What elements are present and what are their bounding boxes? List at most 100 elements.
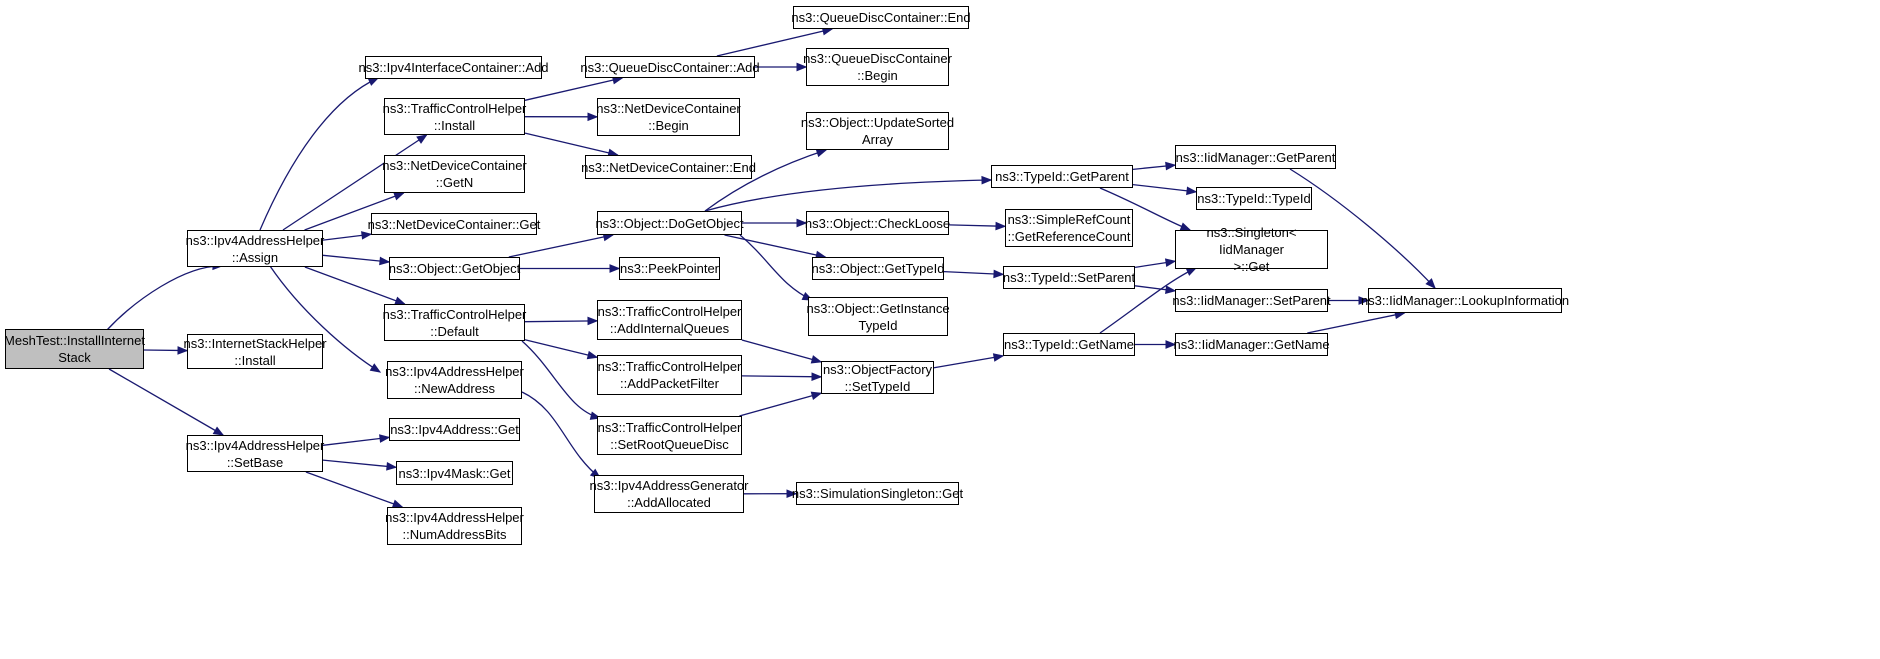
node-ipv4addresshelper-setbase[interactable]: ns3::Ipv4AddressHelper ::SetBase <box>186 435 324 472</box>
edge-meshtest-installinternetstack-to-ipv4addresshelper-setbase-arrowhead <box>212 426 225 436</box>
edge-trafficcontrolhelper-default-to-trafficcontrolhelper-addpacketfilter-arrowhead <box>586 350 599 360</box>
node-object-updatesortedarray[interactable]: ns3::Object::UpdateSorted Array <box>801 112 954 150</box>
edge-trafficcontrolhelper-default-to-trafficcontrolhelper-addinternalqueues <box>524 320 598 323</box>
edge-ipv4addresshelper-assign-to-netdevicecontainer-get-arrowhead <box>361 231 373 240</box>
edge-trafficcontrolhelper-install-to-netdevicecontainer-end <box>524 132 618 156</box>
edge-trafficcontrolhelper-setrootqueuedisc-to-objectfactory-settypeid <box>739 392 822 417</box>
node-trafficcontrolhelper-addinternalqueues[interactable]: ns3::TrafficControlHelper ::AddInternalQ… <box>597 300 742 340</box>
edge-object-checkloose-to-simplerefcount-getreferencecount-arrowhead <box>995 221 1007 231</box>
node-object-dogetobject[interactable]: ns3::Object::DoGetObject <box>595 211 744 235</box>
edge-ipv4addresshelper-setbase-to-ipv4address-get-arrowhead <box>379 434 391 443</box>
edge-ipv4addresshelper-assign-to-netdevicecontainer-getn-arrowhead <box>393 192 405 201</box>
edge-objectfactory-settypeid-to-typeid-getname-arrowhead <box>992 353 1005 362</box>
edge-ipv4addresshelper-assign-to-trafficcontrolhelper-install-arrowhead <box>416 134 428 144</box>
edge-ipv4addresshelper-assign-to-ipv4addresshelper-newaddress <box>269 265 381 373</box>
node-trafficcontrolhelper-install[interactable]: ns3::TrafficControlHelper ::Install <box>383 98 526 135</box>
edge-ipv4addresshelper-assign-to-ipv4interfacecontainer-add-arrowhead <box>367 77 380 86</box>
node-netdevicecontainer-begin[interactable]: ns3::NetDeviceContainer ::Begin <box>596 98 741 136</box>
edge-queuedisccontainer-add-to-queuedisccontainer-begin-arrowhead <box>796 62 808 72</box>
node-singleton-iidmanager-get[interactable]: ns3::Singleton< IidManager >::Get <box>1175 225 1328 274</box>
node-netdevicecontainer-end[interactable]: ns3::NetDeviceContainer::End <box>581 155 756 179</box>
node-iidmanager-getname[interactable]: ns3::IidManager::GetName <box>1173 333 1330 356</box>
edge-typeid-getname-to-iidmanager-getname-arrowhead <box>1165 340 1177 349</box>
edge-queuedisccontainer-add-to-queuedisccontainer-end <box>716 28 833 57</box>
edge-ipv4addresshelper-setbase-to-ipv4mask-get-arrowhead <box>386 462 398 471</box>
node-iidmanager-getparent[interactable]: ns3::IidManager::GetParent <box>1175 145 1336 169</box>
node-object-checkloose[interactable]: ns3::Object::CheckLoose <box>805 211 950 235</box>
edge-object-dogetobject-to-typeid-getparent <box>704 179 992 212</box>
edge-trafficcontrolhelper-addinternalqueues-to-objectfactory-settypeid-arrowhead <box>810 355 823 364</box>
edge-trafficcontrolhelper-default-to-trafficcontrolhelper-setrootqueuedisc <box>521 340 601 419</box>
node-peekpointer[interactable]: ns3::PeekPointer <box>619 257 720 280</box>
node-ipv4address-get[interactable]: ns3::Ipv4Address::Get <box>389 418 520 441</box>
edge-ipv4addresshelper-newaddress-to-ipv4addressgenerator-addallocated <box>521 391 601 479</box>
node-objectfactory-settypeid[interactable]: ns3::ObjectFactory ::SetTypeId <box>821 361 934 394</box>
node-typeid-setparent[interactable]: ns3::TypeId::SetParent <box>1003 266 1135 289</box>
node-object-getinstancetypeid[interactable]: ns3::Object::GetInstance TypeId <box>806 297 950 336</box>
edge-object-gettypeid-to-typeid-setparent-arrowhead <box>993 269 1005 279</box>
edge-trafficcontrolhelper-install-to-netdevicecontainer-begin-arrowhead <box>587 112 599 122</box>
edge-trafficcontrolhelper-addpacketfilter-to-objectfactory-settypeid <box>741 375 822 378</box>
node-queuedisccontainer-add[interactable]: ns3::QueueDiscContainer::Add <box>580 56 760 78</box>
edge-ipv4addresshelper-assign-to-ipv4addresshelper-newaddress-arrowhead <box>369 363 382 373</box>
node-meshtest-installinternetstack[interactable]: MeshTest::InstallInternet Stack <box>4 329 145 369</box>
node-trafficcontrolhelper-setrootqueuedisc[interactable]: ns3::TrafficControlHelper ::SetRootQueue… <box>597 416 742 455</box>
node-typeid-typeid[interactable]: ns3::TypeId::TypeId <box>1196 187 1312 210</box>
edge-iidmanager-setparent-to-iidmanager-lookupinformation-arrowhead <box>1358 296 1370 305</box>
edge-ipv4addresshelper-setbase-to-ipv4address-get <box>322 436 390 446</box>
node-netdevicecontainer-getn[interactable]: ns3::NetDeviceContainer ::GetN <box>382 155 527 193</box>
edge-object-dogetobject-to-object-updatesortedarray <box>704 149 827 212</box>
node-simplerefcount-getreferencecount[interactable]: ns3::SimpleRefCount ::GetReferenceCount <box>1005 209 1133 247</box>
edge-meshtest-installinternetstack-to-ipv4addresshelper-assign <box>106 265 223 331</box>
edge-meshtest-installinternetstack-to-internetstackhelper-install-arrowhead <box>177 346 189 355</box>
edge-ipv4addresshelper-assign-to-netdevicecontainer-getn <box>304 192 404 231</box>
edge-iidmanager-getname-to-iidmanager-lookupinformation <box>1307 312 1405 334</box>
edge-ipv4addresshelper-assign-to-object-getobject-arrowhead <box>379 256 391 266</box>
edge-trafficcontrolhelper-setrootqueuedisc-to-objectfactory-settypeid-arrowhead <box>810 391 823 400</box>
edge-ipv4addresshelper-setbase-to-ipv4mask-get <box>322 459 397 468</box>
edge-typeid-setparent-to-iidmanager-setparent-arrowhead <box>1165 285 1177 294</box>
edge-objectfactory-settypeid-to-typeid-getname <box>933 355 1004 369</box>
edge-iidmanager-getparent-to-iidmanager-lookupinformation <box>1289 168 1436 289</box>
node-trafficcontrolhelper-default[interactable]: ns3::TrafficControlHelper ::Default <box>383 304 526 341</box>
edge-trafficcontrolhelper-default-to-trafficcontrolhelper-addpacketfilter <box>524 339 598 358</box>
node-ipv4addresshelper-newaddress[interactable]: ns3::Ipv4AddressHelper ::NewAddress <box>385 361 524 399</box>
node-simulationsingleton-get[interactable]: ns3::SimulationSingleton::Get <box>792 482 963 505</box>
node-trafficcontrolhelper-addpacketfilter[interactable]: ns3::TrafficControlHelper ::AddPacketFil… <box>597 355 742 395</box>
edge-object-gettypeid-to-typeid-setparent <box>943 270 1004 276</box>
edge-object-dogetobject-to-object-updatesortedarray-arrowhead <box>815 148 828 158</box>
edge-object-dogetobject-to-typeid-getparent-arrowhead <box>981 175 993 185</box>
edge-object-getobject-to-object-dogetobject <box>508 234 613 258</box>
edge-typeid-setparent-to-singleton-iidmanager-get-arrowhead <box>1164 258 1177 267</box>
node-internetstackhelper-install[interactable]: ns3::InternetStackHelper ::Install <box>183 334 327 369</box>
edge-typeid-getparent-to-typeid-typeid <box>1132 183 1197 193</box>
edge-object-getobject-to-peekpointer-arrowhead <box>609 264 621 273</box>
node-queuedisccontainer-begin[interactable]: ns3::QueueDiscContainer ::Begin <box>803 48 952 86</box>
edge-ipv4addresshelper-assign-to-ipv4interfacecontainer-add <box>259 77 379 231</box>
edge-object-dogetobject-to-object-gettypeid <box>724 234 826 258</box>
node-iidmanager-lookupinformation[interactable]: ns3::IidManager::LookupInformation <box>1361 288 1569 313</box>
node-ipv4addresshelper-assign[interactable]: ns3::Ipv4AddressHelper ::Assign <box>186 230 324 267</box>
node-ipv4mask-get[interactable]: ns3::Ipv4Mask::Get <box>396 461 513 485</box>
node-iidmanager-setparent[interactable]: ns3::IidManager::SetParent <box>1172 289 1331 312</box>
node-object-getobject[interactable]: ns3::Object::GetObject <box>389 257 520 280</box>
edge-ipv4addressgenerator-addallocated-to-simulationsingleton-get-arrowhead <box>786 489 798 499</box>
node-object-gettypeid[interactable]: ns3::Object::GetTypeId <box>812 257 944 280</box>
node-ipv4interfacecontainer-add[interactable]: ns3::Ipv4InterfaceContainer::Add <box>358 56 549 79</box>
node-ipv4addresshelper-numaddressbits[interactable]: ns3::Ipv4AddressHelper ::NumAddressBits <box>385 507 524 545</box>
node-queuedisccontainer-end[interactable]: ns3::QueueDiscContainer::End <box>791 6 971 29</box>
node-typeid-getparent[interactable]: ns3::TypeId::GetParent <box>991 165 1133 188</box>
edge-trafficcontrolhelper-addinternalqueues-to-objectfactory-settypeid <box>741 339 822 363</box>
edge-object-dogetobject-to-object-getinstancetypeid <box>739 234 813 301</box>
edge-meshtest-installinternetstack-to-ipv4addresshelper-setbase <box>108 368 224 436</box>
edge-typeid-getparent-to-typeid-typeid-arrowhead <box>1186 186 1198 196</box>
edge-trafficcontrolhelper-addpacketfilter-to-objectfactory-settypeid-arrowhead <box>811 372 823 382</box>
node-netdevicecontainer-get[interactable]: ns3::NetDeviceContainer::Get <box>368 213 540 235</box>
node-typeid-getname[interactable]: ns3::TypeId::GetName <box>1003 333 1135 356</box>
edge-typeid-getparent-to-iidmanager-getparent-arrowhead <box>1165 161 1177 171</box>
node-ipv4addressgenerator-addallocated[interactable]: ns3::Ipv4AddressGenerator ::AddAllocated <box>590 475 749 513</box>
edge-ipv4addresshelper-setbase-to-ipv4addresshelper-numaddressbits <box>305 471 403 508</box>
edge-trafficcontrolhelper-default-to-trafficcontrolhelper-addinternalqueues-arrowhead <box>587 316 599 326</box>
